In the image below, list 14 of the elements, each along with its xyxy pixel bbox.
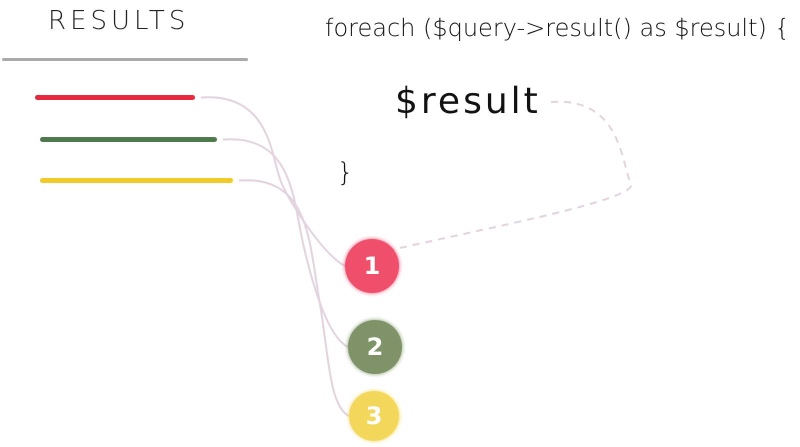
connector-line [223,138,349,348]
connector-line [201,96,346,267]
number-circle: 1 [345,239,399,293]
code-text: foreach ($query->result() as $result) { [325,14,790,42]
result-bar [35,95,195,100]
number-circle: 3 [349,391,399,441]
number-circle: 2 [348,320,402,374]
connector-line [344,101,632,267]
result-bar [40,178,233,183]
connector-line [239,180,350,417]
result-bar [40,137,217,142]
code-text: } [337,158,354,188]
heading: RESULTS [48,6,190,36]
variable-text: $result [395,84,541,120]
